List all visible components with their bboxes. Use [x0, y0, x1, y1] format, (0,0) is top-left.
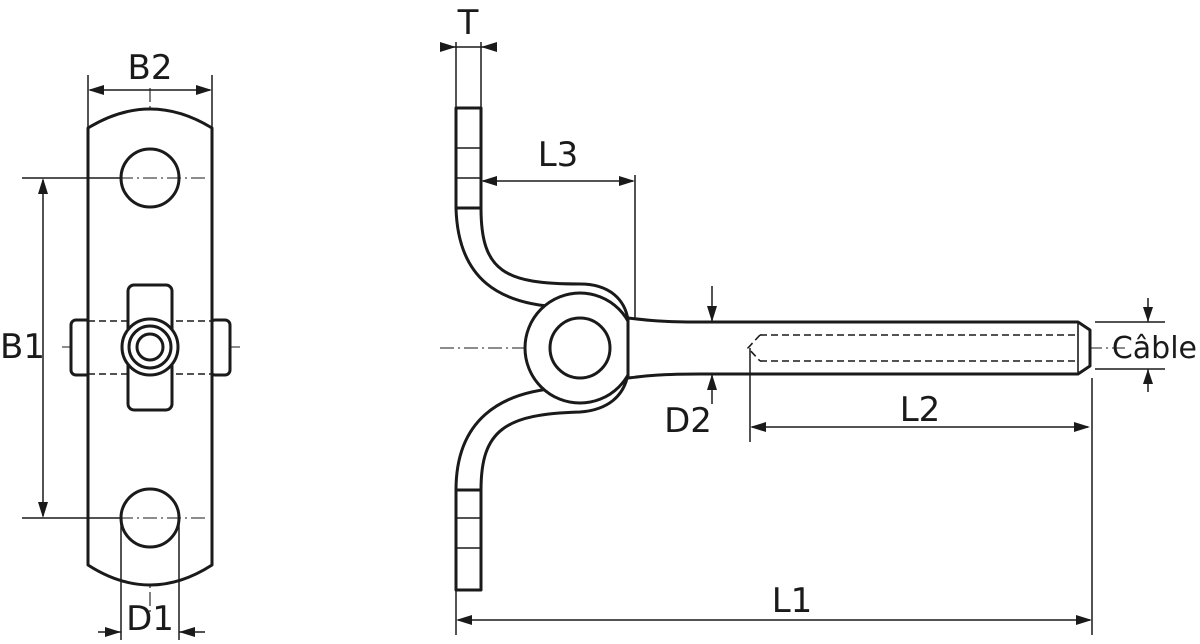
- l3-label: L3: [538, 135, 579, 175]
- l1-label: L1: [772, 581, 813, 621]
- d1-arrow-left: [105, 627, 121, 637]
- bore-drill-tip: [746, 334, 761, 362]
- side-view: T L3 D2 L2 L1 Câble: [440, 3, 1197, 635]
- l1-arrow-right: [1076, 615, 1092, 625]
- b2-arrow-right: [196, 85, 212, 95]
- stem: [626, 316, 1092, 380]
- b1-label: B1: [0, 327, 45, 367]
- l3-arrow-right: [619, 176, 635, 186]
- l3-arrow-left: [481, 176, 497, 186]
- cable-arrow-top: [1143, 307, 1153, 322]
- l1-arrow-left: [456, 615, 472, 625]
- b1-arrow-bottom: [38, 502, 48, 518]
- cable-arrow-bottom: [1143, 369, 1153, 384]
- b2-arrow-left: [88, 85, 104, 95]
- d2-arrow-top: [707, 306, 717, 322]
- top-plate-leg: [454, 106, 483, 210]
- d1-arrow-right: [179, 627, 195, 637]
- b1-arrow-top: [38, 178, 48, 194]
- bottom-plate-leg: [454, 488, 483, 592]
- t-arrow-right: [481, 42, 497, 52]
- l2-arrow-right: [1074, 422, 1090, 432]
- b2-label: B2: [128, 48, 173, 88]
- t-arrow-left: [440, 42, 456, 52]
- t-label: T: [457, 3, 479, 43]
- eye-hole: [548, 316, 612, 380]
- d1-label: D1: [126, 599, 174, 639]
- l2-arrow-left: [750, 422, 766, 432]
- l2-label: L2: [900, 390, 941, 430]
- d2-arrow-bottom: [707, 374, 717, 390]
- front-view: B2 B1 D1: [0, 48, 240, 640]
- d2-label: D2: [664, 401, 712, 441]
- swage-inner-ring: [135, 332, 165, 362]
- cable-label: Câble: [1112, 331, 1197, 366]
